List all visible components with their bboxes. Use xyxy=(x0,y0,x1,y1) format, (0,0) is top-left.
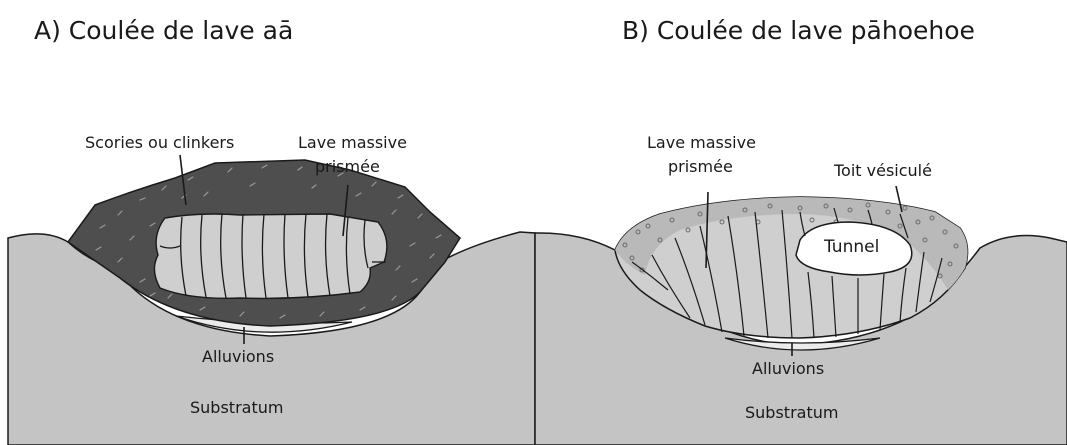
label-lave-massive-a-1: Lave massive xyxy=(298,133,407,152)
label-substratum-a: Substratum xyxy=(190,398,283,417)
label-scories-clinkers: Scories ou clinkers xyxy=(85,133,234,152)
label-lave-massive-b-2: prismée xyxy=(668,157,733,176)
label-tunnel: Tunnel xyxy=(823,237,879,257)
panel-b: B) Coulée de lave pāhoehoe xyxy=(535,16,1067,445)
label-alluvions-a: Alluvions xyxy=(202,347,274,366)
panel-a-title: A) Coulée de lave aā xyxy=(34,16,293,45)
label-lave-massive-b-1: Lave massive xyxy=(647,133,756,152)
panel-a-massive-core xyxy=(154,214,386,298)
label-toit-vesicule: Toit vésiculé xyxy=(833,161,932,180)
panel-a: A) Coulée de lave aā xyxy=(8,16,535,445)
label-lave-massive-a-2: prismée xyxy=(315,157,380,176)
label-substratum-b: Substratum xyxy=(745,403,838,422)
label-alluvions-b: Alluvions xyxy=(752,359,824,378)
panel-b-title: B) Coulée de lave pāhoehoe xyxy=(622,16,975,45)
